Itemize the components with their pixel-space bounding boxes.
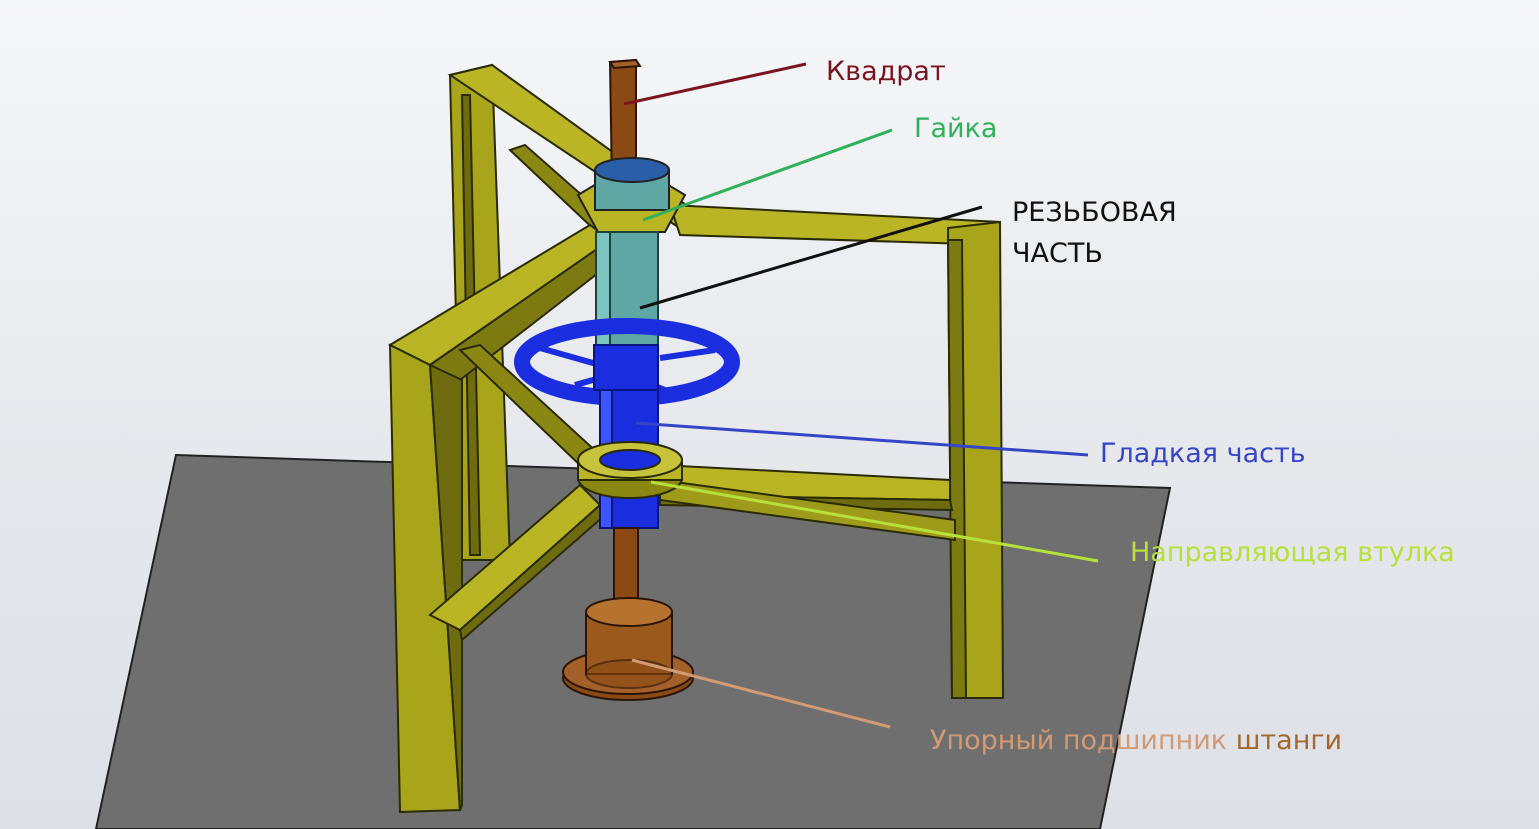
leader-kvadrat <box>623 62 807 106</box>
smooth-part <box>593 344 659 529</box>
label-rezbovaya-line2: ЧАСТЬ <box>1012 238 1103 269</box>
threaded-part <box>595 231 659 355</box>
label-podshipnik-part1: Упорный подшипник <box>930 725 1228 756</box>
leader-vtulka <box>650 480 1099 563</box>
label-podshipnik: Упорный подшипник штанги <box>930 725 1342 756</box>
leader-gladkaya <box>635 421 1089 457</box>
leader-gaika <box>642 128 893 222</box>
leader-lines <box>623 62 1099 729</box>
guide-bushing <box>577 441 683 499</box>
label-gladkaya: Гладкая часть <box>1100 438 1306 469</box>
leader-podshipnik <box>631 658 891 729</box>
frame <box>387 63 1005 814</box>
label-gaika: Гайка <box>914 113 998 144</box>
label-rezbovaya-line1: РЕЗЬБОВАЯ <box>1012 197 1177 228</box>
nut <box>576 157 687 233</box>
label-podshipnik-part2: штанги <box>1235 725 1343 756</box>
label-vtulka: Направляющая втулка <box>1130 537 1455 568</box>
leader-rezbovaya <box>639 205 983 310</box>
label-kvadrat: Квадрат <box>826 56 946 87</box>
